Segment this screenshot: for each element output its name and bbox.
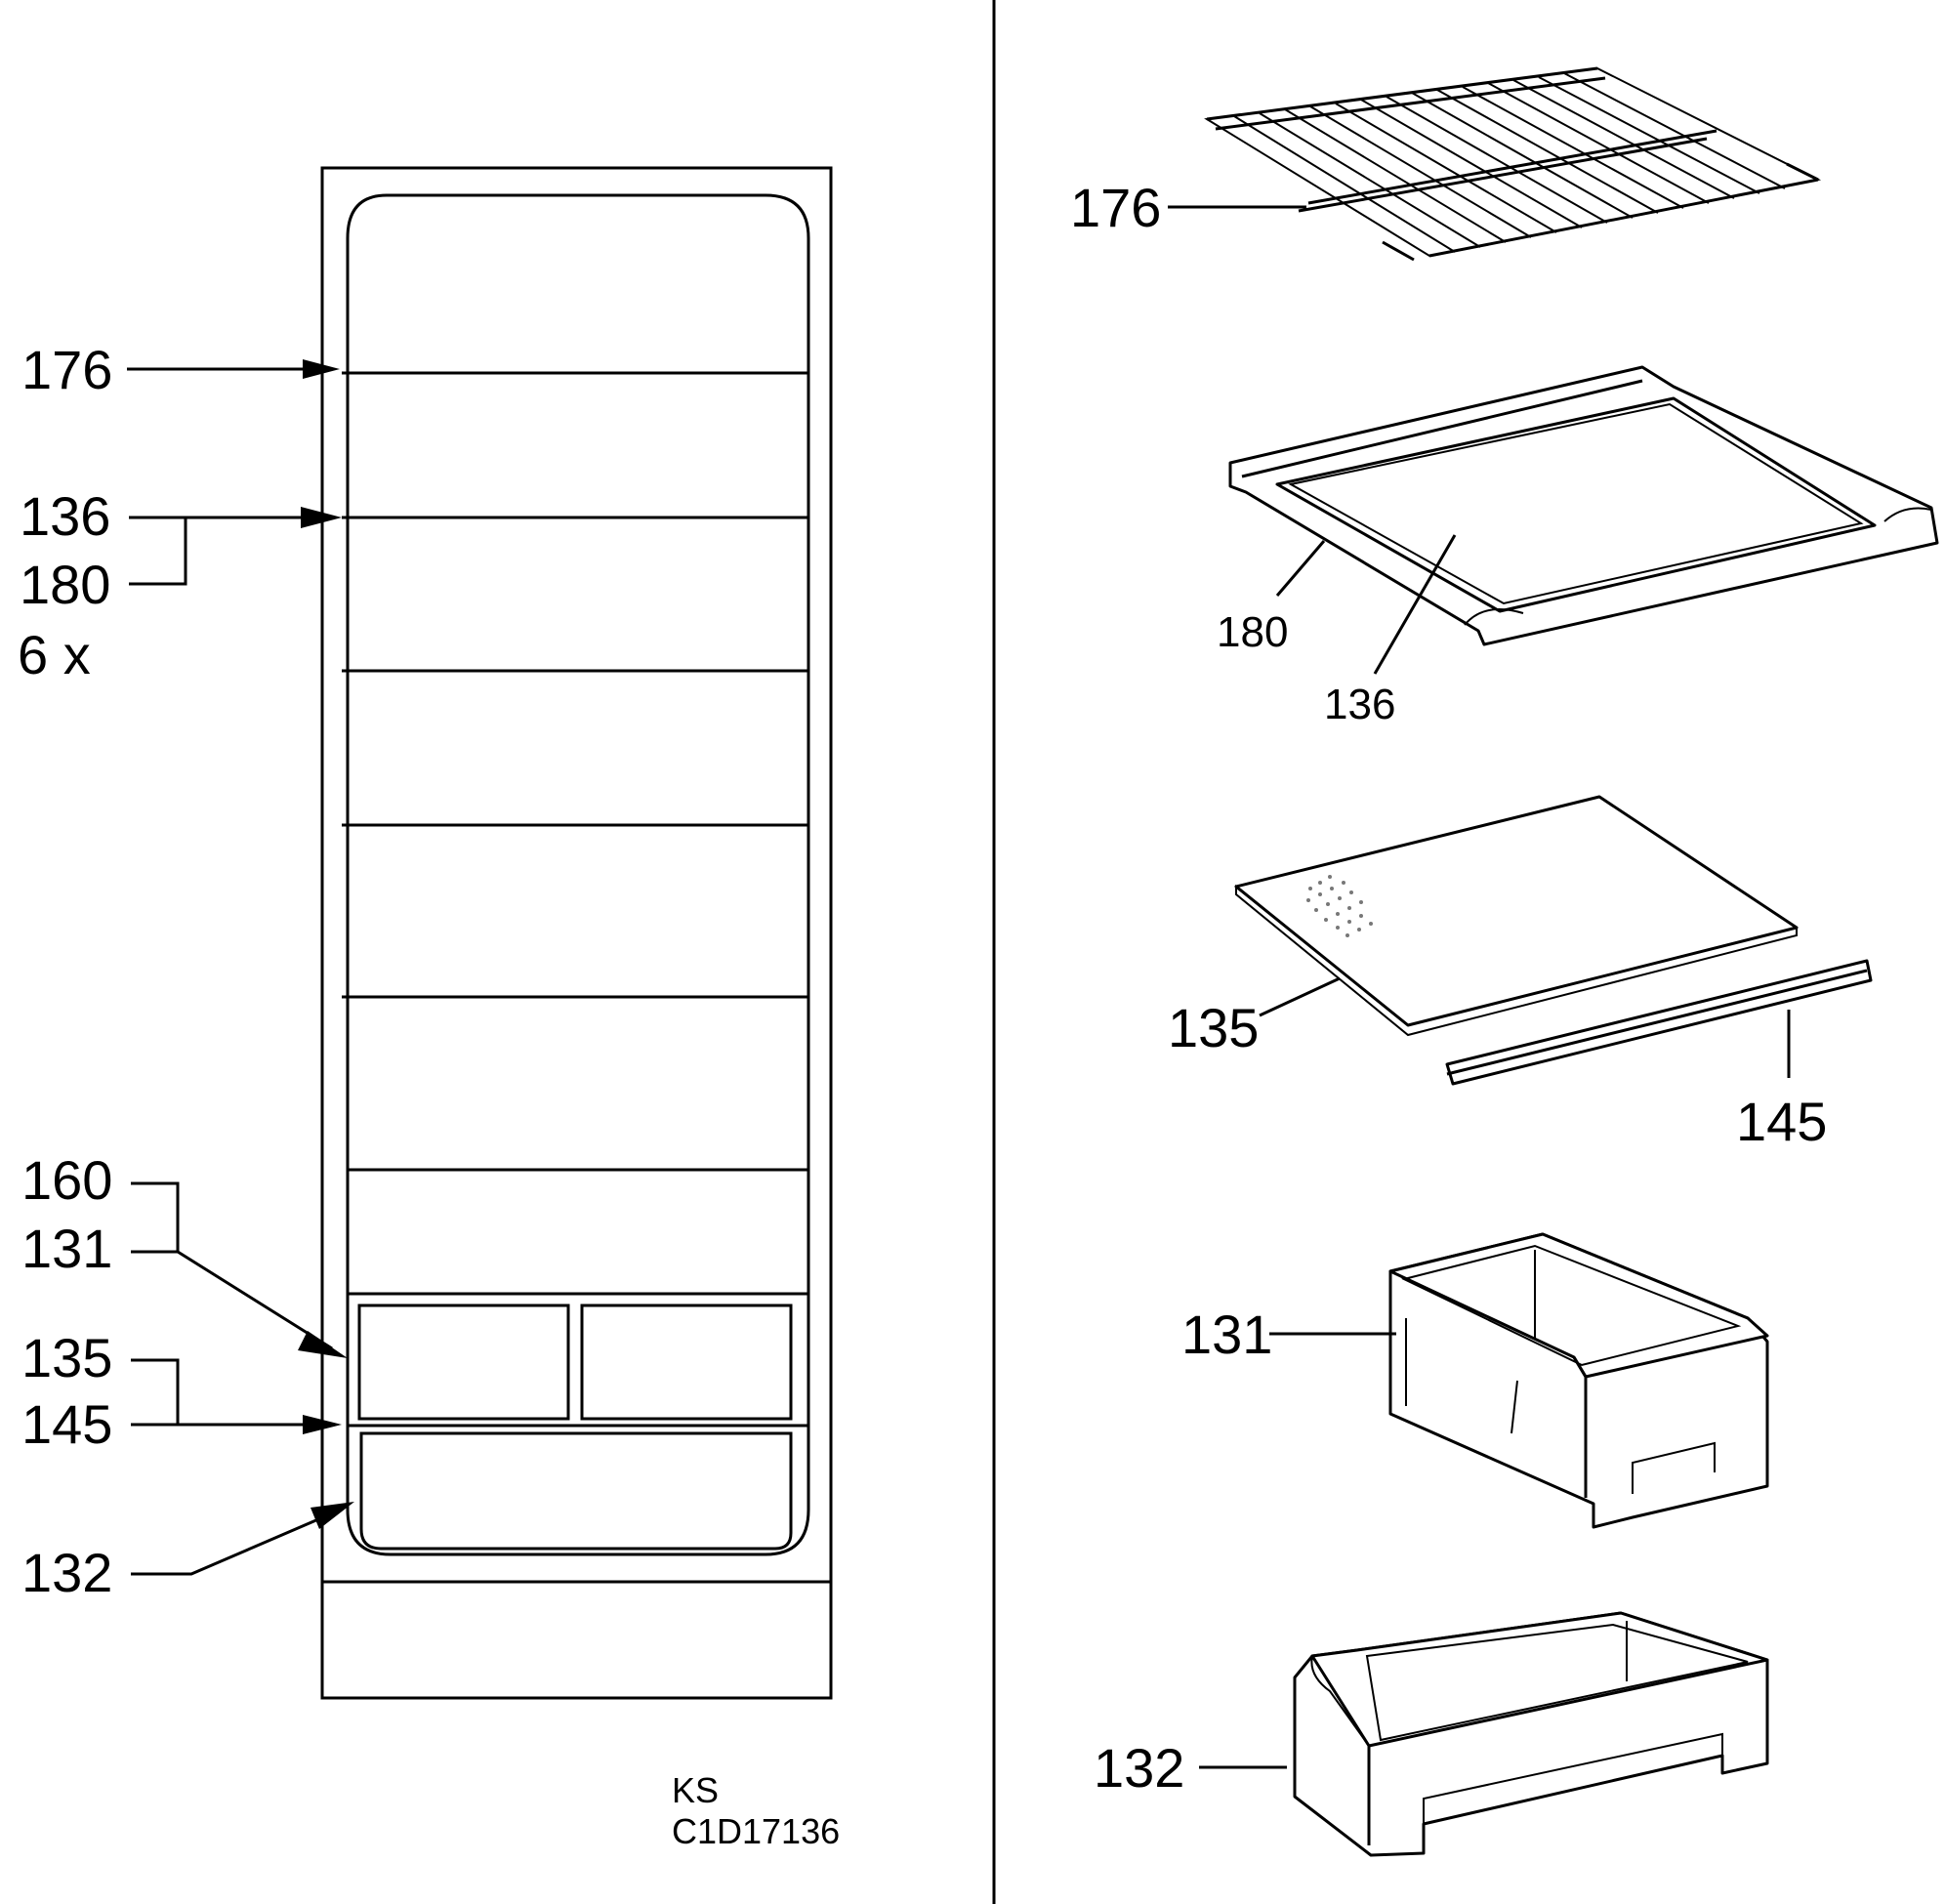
arrow-132 [310, 1502, 354, 1529]
callout-145-left: 145 [21, 1393, 112, 1455]
left-leaders [127, 359, 354, 1576]
callout-160-left: 160 [21, 1149, 112, 1211]
callout-135-left: 135 [21, 1327, 112, 1388]
arrow-145 [303, 1415, 342, 1434]
callout-132-left: 132 [21, 1542, 112, 1603]
cabinet-inner-liner [346, 193, 810, 1556]
callout-176-right: 176 [1070, 177, 1161, 238]
wire-shelf-176 [1204, 66, 1822, 262]
cabinet-outer-frame [320, 166, 833, 1700]
glass-plate-135 [1234, 795, 1799, 1037]
arrow-131 [298, 1331, 348, 1358]
callout-131-left: 131 [21, 1218, 112, 1279]
callout-180-right: 180 [1217, 608, 1288, 656]
drawer-132 [1293, 1611, 1769, 1857]
drawer-131 [1388, 1232, 1769, 1529]
upper-drawer-right [580, 1304, 793, 1421]
arrow-136 [301, 507, 342, 528]
bottom-drawer [359, 1431, 793, 1551]
glass-texture [1306, 875, 1373, 937]
glass-shelf-136 [1228, 365, 1939, 646]
callout-136-left: 136 [20, 485, 110, 547]
footer-drawing-number: C1D17136 [672, 1811, 840, 1851]
arrow-176 [303, 359, 340, 379]
left-labels: 176 136 180 6 x 160 131 135 145 132 [18, 339, 112, 1603]
wire-shelf-rods [1233, 72, 1786, 253]
cabinet-front-view [320, 166, 833, 1700]
callout-176-left: 176 [21, 339, 112, 400]
footer-line-1: KS [672, 1770, 719, 1810]
callout-131-right: 131 [1181, 1304, 1272, 1365]
callout-136-right: 136 [1324, 681, 1395, 728]
callout-132-right: 132 [1094, 1737, 1184, 1799]
callout-145-right: 145 [1736, 1091, 1827, 1152]
upper-drawer-left [357, 1304, 570, 1421]
callout-180-left: 180 [20, 554, 110, 615]
callout-135-right: 135 [1168, 997, 1259, 1058]
quantity-label: 6 x [18, 624, 91, 685]
trim-strip-145 [1445, 959, 1873, 1086]
